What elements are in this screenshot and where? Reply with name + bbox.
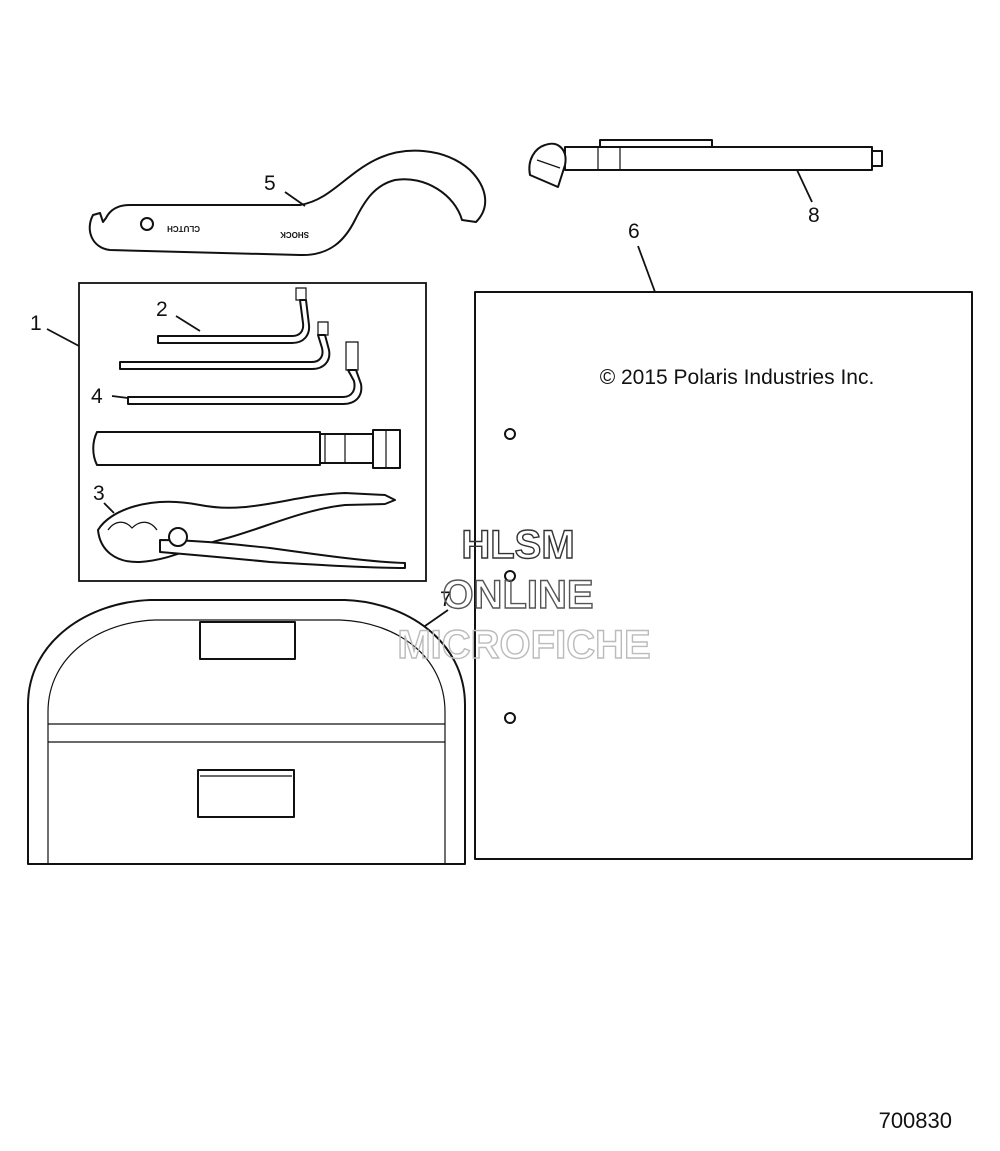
owners-manual-part-6: © 2015 Polaris Industries Inc.	[474, 291, 973, 860]
callout-7: 7	[440, 588, 452, 611]
tool-bag-part-7	[27, 599, 466, 865]
pliers-part-3	[97, 492, 406, 569]
hex-key-set-box-part-1	[78, 282, 427, 582]
spanner-wrench-part-5: CLUTCH SHOCK	[88, 149, 487, 257]
hex-key-medium	[119, 321, 331, 370]
t-handle-tool-part-8	[528, 139, 883, 188]
leader-lines	[46, 169, 813, 627]
callout-6: 6	[628, 220, 640, 243]
callouts: 1 2 3 4 5 6 7 8	[30, 172, 820, 611]
copyright-text: © 2015 Polaris Industries Inc.	[600, 366, 875, 389]
watermark-line-2: ONLINE	[442, 573, 593, 617]
diagram-number: 700830	[879, 1108, 952, 1133]
callout-2: 2	[156, 298, 168, 321]
watermark-line-1: HLSM	[461, 523, 574, 567]
hex-key-small-part-2	[157, 287, 311, 344]
callout-5: 5	[264, 172, 276, 195]
callout-4: 4	[91, 385, 103, 408]
watermark: HLSM ONLINE MICROFICHE	[397, 522, 652, 667]
wrench-shock-text: SHOCK	[280, 230, 309, 239]
callout-1: 1	[30, 312, 42, 335]
callout-8: 8	[808, 204, 820, 227]
hex-key-large-part-4	[127, 341, 363, 405]
watermark-line-3: MICROFICHE	[397, 623, 650, 667]
callout-3: 3	[93, 482, 105, 505]
wrench-clutch-text: CLUTCH	[167, 224, 200, 233]
socket-extension	[92, 429, 401, 469]
